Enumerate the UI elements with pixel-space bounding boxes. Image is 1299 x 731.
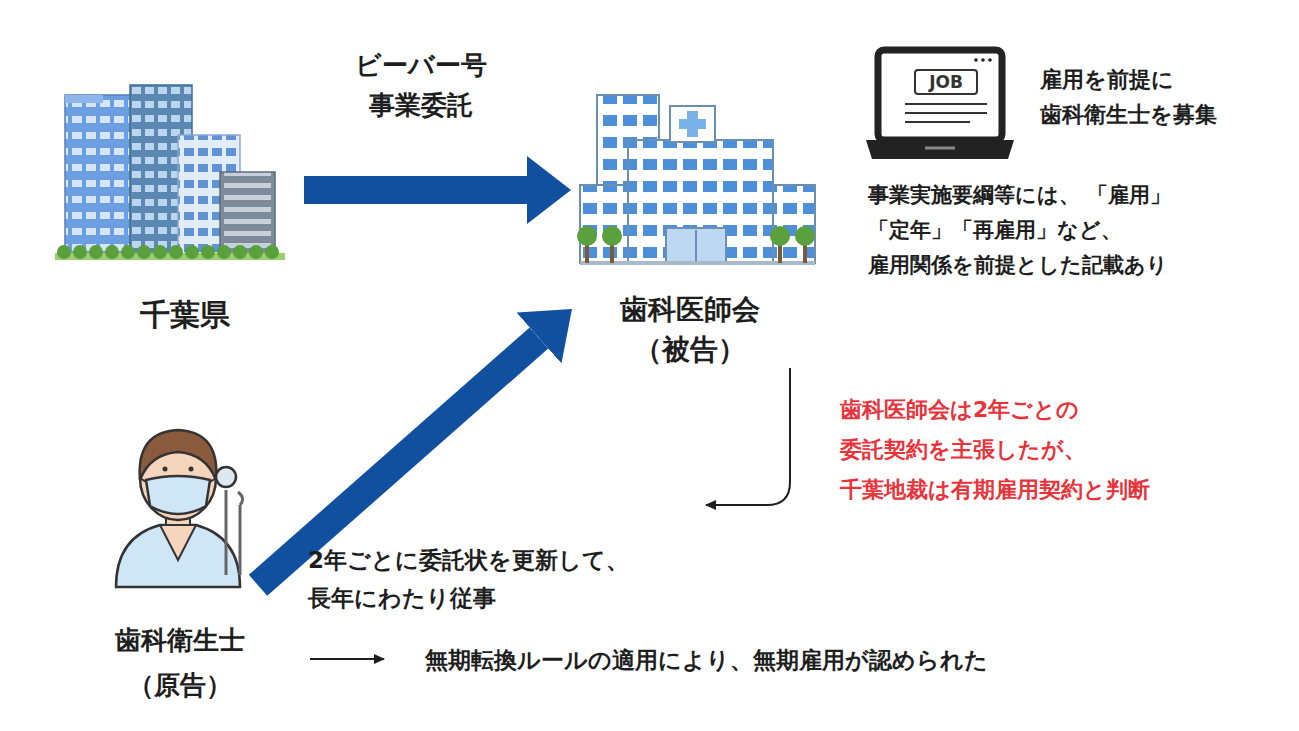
- hospital-building-part: [679, 119, 706, 129]
- hospital-building-part: [795, 226, 815, 246]
- block-arrow: [304, 176, 527, 204]
- hygienist-node: 歯科衛生士（原告）: [105, 420, 255, 705]
- office-buildings: [55, 85, 285, 260]
- office-buildings-part: [121, 245, 135, 259]
- laptop-icon-part: [905, 112, 987, 114]
- dental-hygienist-figure-part: [116, 525, 240, 587]
- dental-hygienist-figure-part: [146, 476, 210, 514]
- office-buildings-part: [233, 245, 247, 259]
- note-text: 事業実施要綱等には、 「雇用」「定年」「再雇用」など、 雇用関係を前提とした記載…: [868, 178, 1248, 283]
- office-buildings-part: [65, 95, 137, 255]
- office-buildings-part: [65, 95, 103, 103]
- government-node: 千葉県: [70, 80, 300, 342]
- dental-hygienist-figure-part: [189, 467, 194, 472]
- dental-hygienist-figure-part: [140, 430, 217, 480]
- screen-text: JOB: [915, 70, 977, 94]
- office-buildings-part: [185, 245, 199, 259]
- dental-hygienist-figure-part: [225, 490, 228, 575]
- office-buildings-part: [201, 245, 215, 259]
- hospital-building-part: [670, 106, 715, 142]
- office-buildings-part: [89, 245, 103, 259]
- hospital-building-part: [666, 228, 726, 263]
- node-text: 歯科医師会: [620, 290, 760, 330]
- result-arrow-part: [310, 658, 384, 660]
- leader-arrow: [706, 368, 790, 505]
- laptop-icon-part: [925, 147, 955, 150]
- hospital-building-part: [770, 226, 790, 246]
- hospital-building-part: [695, 230, 697, 263]
- office-buildings-part: [57, 245, 71, 259]
- dental-hygienist-figure-part: [216, 467, 236, 487]
- laptop-icon: [866, 50, 1014, 159]
- dental-hygienist-figure-part: [238, 492, 243, 575]
- dental-hygienist-figure-part: [160, 525, 196, 560]
- office-buildings-part: [249, 245, 263, 259]
- dental-hygienist-figure-part: [140, 478, 146, 482]
- office-buildings-part: [217, 245, 231, 259]
- node-text: （原告）: [128, 663, 232, 708]
- hospital-building-part: [577, 226, 597, 246]
- hospital-building-part: [602, 226, 622, 246]
- laptop-icon-part: [981, 58, 985, 62]
- laptop-icon-part: [988, 58, 992, 62]
- office-buildings-part: [265, 245, 279, 259]
- note-text: 2年ごとに委託状を更新して、 長年にわたり従事: [308, 541, 648, 617]
- laptop-icon-part: [866, 140, 1014, 159]
- node-text: 千葉県: [140, 295, 230, 335]
- association-node: 歯科医師会（被告）: [575, 80, 805, 372]
- node-text: （被告）: [634, 330, 746, 370]
- office-buildings-part: [220, 172, 275, 255]
- hospital-building: [577, 95, 815, 265]
- leader-arrow-part: [706, 368, 790, 505]
- office-buildings-part: [105, 245, 119, 259]
- edge-label: ビーバー号 事業委託: [336, 45, 506, 125]
- office-buildings-part: [73, 245, 87, 259]
- laptop-icon-part: [878, 50, 1002, 140]
- laptop-icon-part: [905, 121, 970, 123]
- result-text: 無期転換ルールの適用により、無期雇用が認められた: [425, 645, 1185, 675]
- office-buildings-part: [137, 245, 151, 259]
- node-text: 歯科衛生士: [115, 618, 245, 663]
- hospital-building-part: [628, 140, 773, 263]
- laptop-icon-part: [905, 103, 987, 105]
- dental-hygienist-figure: [116, 430, 243, 587]
- finding-text: 歯科医師会は2年ごとの 委託契約を主張したが、 千葉地裁は有期雇用契約と判断: [840, 390, 1175, 510]
- result-arrow: [310, 659, 384, 660]
- office-buildings-part: [153, 245, 167, 259]
- note-text: 雇用を前提に 歯科衛生士を募集: [1040, 62, 1260, 132]
- office-buildings-part: [169, 245, 183, 259]
- laptop-icon-part: [915, 70, 977, 94]
- dental-hygienist-figure-part: [163, 467, 168, 472]
- laptop-icon-part: [974, 58, 978, 62]
